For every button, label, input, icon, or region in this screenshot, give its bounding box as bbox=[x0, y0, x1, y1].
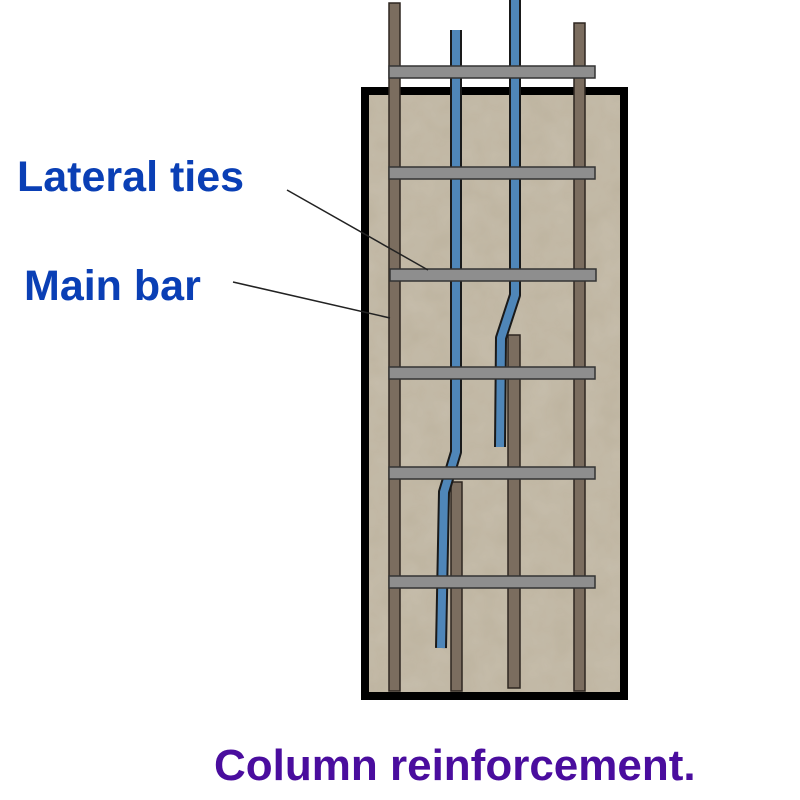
tie-5 bbox=[388, 466, 596, 480]
tie-2 bbox=[388, 166, 596, 180]
caption: Column reinforcement. bbox=[214, 741, 696, 790]
label-lateral-ties: Lateral ties bbox=[17, 153, 244, 201]
leader-line-lateral-ties bbox=[286, 189, 429, 271]
label-main-bar: Main bar bbox=[24, 262, 201, 310]
tie-6 bbox=[388, 575, 596, 589]
tie-4 bbox=[388, 366, 596, 380]
main-bar-right bbox=[573, 22, 586, 692]
tie-3 bbox=[389, 268, 597, 282]
main-bar-lower-center bbox=[507, 334, 521, 689]
tie-1 bbox=[388, 65, 596, 79]
main-bar-left bbox=[388, 2, 401, 692]
leader-line-main-bar bbox=[232, 281, 391, 319]
